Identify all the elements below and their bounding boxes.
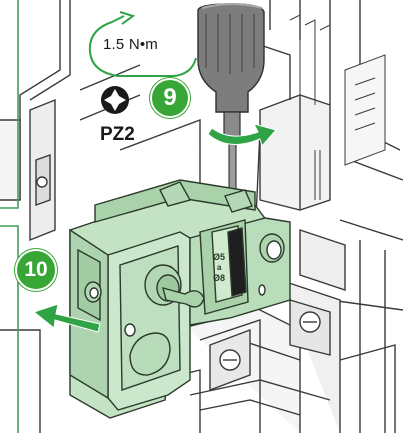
rating-label-top: Ø5 [213, 252, 226, 262]
step-badge-10: 10 [15, 249, 57, 291]
rating-label-bottom: Ø8 [213, 273, 226, 283]
rating-label-mid: a [217, 263, 222, 272]
bit-type-label: PZ2 [100, 124, 135, 145]
torque-value-label: 1.5 N•m [103, 36, 158, 53]
phillips-bit-icon [101, 86, 129, 114]
torque-arrow-icon [88, 11, 197, 77]
callout-leader-lines [0, 0, 19, 433]
green-block [69, 179, 291, 419]
step-badge-9: 9 [150, 78, 190, 118]
rotate-arrow-icon [207, 123, 277, 148]
pull-arrow-icon [32, 303, 101, 333]
terminal-ribs [289, 14, 386, 166]
